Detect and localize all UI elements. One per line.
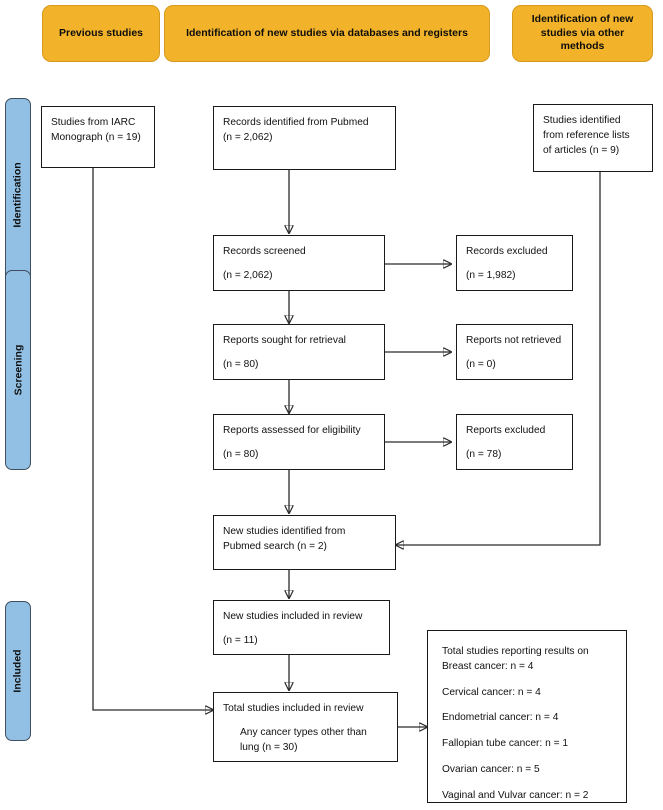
box-records-identified-line2: (n = 2,062) bbox=[223, 131, 273, 143]
results-item-breast: Breast cancer: n = 4 bbox=[442, 660, 534, 672]
stage-label-screening-text: Screening bbox=[12, 344, 24, 396]
box-new-studies-identified-line2: Pubmed search (n = 2) bbox=[223, 540, 327, 552]
results-item-ovarian: Ovarian cancer: n = 5 bbox=[442, 763, 540, 775]
box-records-identified-line1: Records identified from Pubmed bbox=[223, 117, 369, 128]
results-heading: Total studies reporting results on bbox=[442, 646, 589, 657]
box-records-identified: Records identified from Pubmed (n = 2,06… bbox=[213, 106, 396, 170]
box-reports-not-retrieved-line2: (n = 0) bbox=[466, 358, 496, 370]
box-results-by-cancer-type: Total studies reporting results on Breas… bbox=[427, 630, 627, 803]
box-total-included: Total studies included in review Any can… bbox=[213, 692, 398, 762]
banner-other-methods-label: Identification of new studies via other … bbox=[531, 12, 634, 53]
box-reports-assessed-line1: Reports assessed for eligibility bbox=[223, 425, 361, 436]
box-records-excluded: Records excluded (n = 1,982) bbox=[456, 235, 573, 291]
box-reports-sought: Reports sought for retrieval (n = 80) bbox=[213, 324, 385, 380]
box-total-included-line1: Total studies included in review bbox=[223, 703, 364, 714]
results-item-vaginal-vulvar: Vaginal and Vulvar cancer: n = 2 bbox=[442, 789, 589, 801]
box-reference-lists-line3: of articles (n = 9) bbox=[543, 144, 620, 156]
box-reports-not-retrieved-line1: Reports not retrieved bbox=[466, 335, 562, 346]
stage-label-identification-text: Identification bbox=[12, 161, 24, 228]
results-item-endometrial: Endometrial cancer: n = 4 bbox=[442, 712, 559, 724]
stage-label-screening: Screening bbox=[5, 270, 31, 470]
box-records-screened-line2: (n = 2,062) bbox=[223, 269, 273, 281]
box-reports-sought-line2: (n = 80) bbox=[223, 358, 259, 370]
box-iarc-monograph-line2: Monograph (n = 19) bbox=[51, 131, 141, 143]
stage-label-included: Included bbox=[5, 601, 31, 741]
stage-label-included-text: Included bbox=[12, 649, 25, 693]
box-records-screened: Records screened (n = 2,062) bbox=[213, 235, 385, 291]
box-records-excluded-line1: Records excluded bbox=[466, 246, 548, 257]
results-item-fallopian-tube: Fallopian tube cancer: n = 1 bbox=[442, 738, 569, 750]
box-reports-assessed-line2: (n = 80) bbox=[223, 448, 259, 460]
box-iarc-monograph-line1: Studies from IARC bbox=[51, 117, 136, 128]
box-total-included-line3: lung (n = 30) bbox=[240, 741, 298, 753]
box-reports-not-retrieved: Reports not retrieved (n = 0) bbox=[456, 324, 573, 380]
box-reports-assessed: Reports assessed for eligibility (n = 80… bbox=[213, 414, 385, 470]
box-reference-lists-line2: from reference lists bbox=[543, 129, 630, 141]
results-item-cervical: Cervical cancer: n = 4 bbox=[442, 686, 541, 698]
box-new-studies-identified-line1: New studies identified from bbox=[223, 526, 346, 537]
box-records-excluded-line2: (n = 1,982) bbox=[466, 269, 516, 281]
box-new-studies-identified: New studies identified from Pubmed searc… bbox=[213, 515, 396, 570]
banner-databases-registers-label: Identification of new studies via databa… bbox=[186, 26, 468, 39]
banner-other-methods: Identification of new studies via other … bbox=[512, 5, 653, 62]
box-reference-lists: Studies identified from reference lists … bbox=[533, 104, 653, 172]
banner-databases-registers: Identification of new studies via databa… bbox=[164, 5, 490, 62]
box-new-studies-included-line2: (n = 11) bbox=[223, 634, 258, 646]
box-new-studies-included: New studies included in review (n = 11) bbox=[213, 600, 390, 655]
box-iarc-monograph: Studies from IARC Monograph (n = 19) bbox=[41, 106, 155, 168]
banner-previous-studies-label: Previous studies bbox=[58, 26, 144, 39]
box-reports-sought-line1: Reports sought for retrieval bbox=[223, 335, 346, 346]
banner-previous-studies: Previous studies bbox=[42, 5, 160, 62]
stage-label-identification: Identification bbox=[5, 98, 31, 291]
box-total-included-line2: Any cancer types other than bbox=[240, 726, 367, 738]
box-records-screened-line1: Records screened bbox=[223, 246, 306, 257]
box-new-studies-included-line1: New studies included in review bbox=[223, 611, 363, 622]
box-reports-excluded: Reports excluded (n = 78) bbox=[456, 414, 573, 470]
box-reports-excluded-line1: Reports excluded bbox=[466, 425, 546, 436]
box-reports-excluded-line2: (n = 78) bbox=[466, 448, 502, 460]
box-reference-lists-line1: Studies identified bbox=[543, 115, 621, 126]
